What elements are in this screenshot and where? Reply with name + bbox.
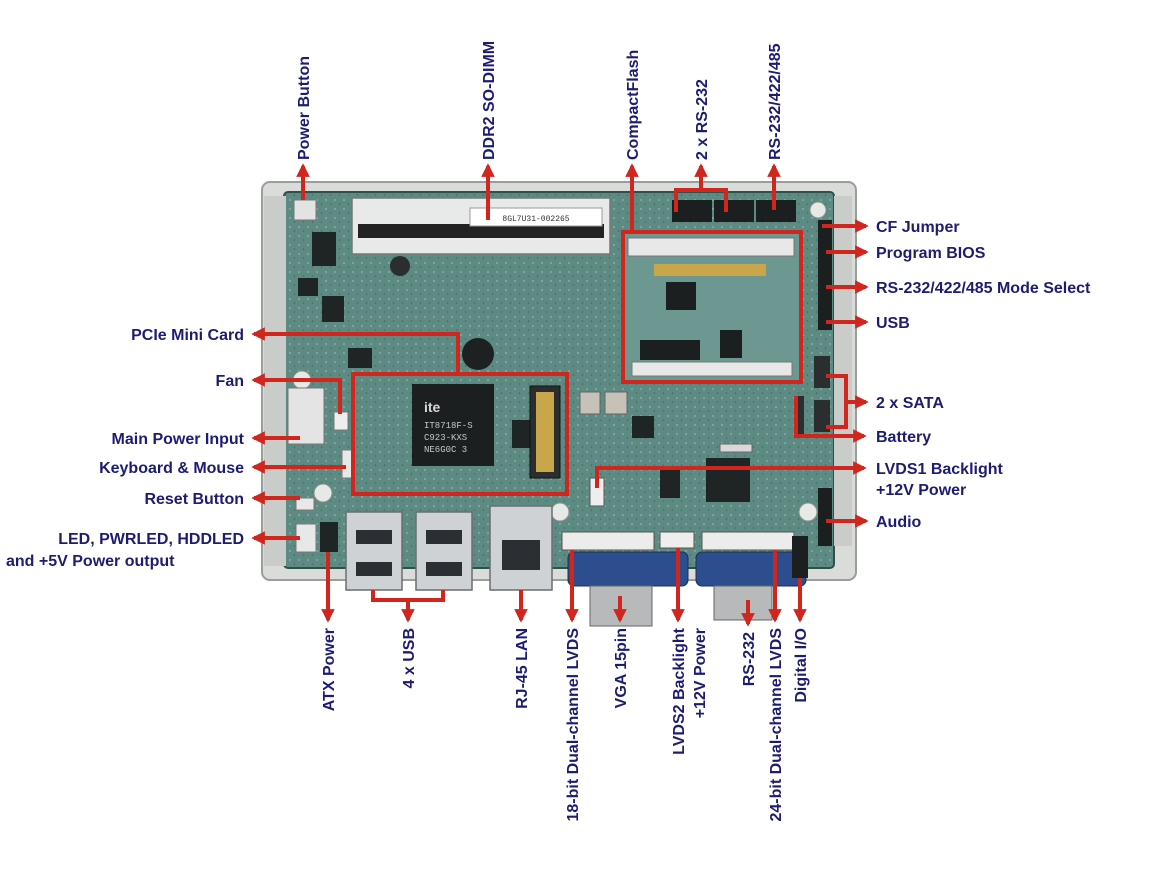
chip xyxy=(312,232,336,266)
label-lvds1-line2: +12V Power xyxy=(876,482,966,499)
lvds2-backlight-header xyxy=(659,531,695,549)
label-usb-right: USB xyxy=(876,315,910,332)
label-2x-rs232: 2 x RS-232 xyxy=(694,79,711,160)
digital-io-header xyxy=(792,536,808,578)
main-power-connector xyxy=(287,387,325,445)
mounting-hole xyxy=(809,201,827,219)
reset-connector xyxy=(295,497,315,511)
label-led-line2: and +5V Power output xyxy=(6,553,175,570)
compactflash-highlight-box xyxy=(621,230,803,384)
serial-connector xyxy=(695,551,807,621)
labels-top: Power Button DDR2 SO-DIMM CompactFlash 2… xyxy=(296,41,784,160)
atx-power-connector xyxy=(320,522,338,552)
chip xyxy=(632,416,654,438)
label-ddr2-sodimm: DDR2 SO-DIMM xyxy=(481,41,498,160)
chip xyxy=(298,278,318,296)
fan-connector xyxy=(333,411,349,431)
power-button-component xyxy=(293,199,317,221)
sata-connector xyxy=(814,356,830,388)
pcie-mini-contacts xyxy=(536,392,554,472)
mounting-hole xyxy=(550,502,570,522)
board: 8GL7U31-002265 ite IT8718F-S C923-KXS NE… xyxy=(261,181,857,627)
dimm-sticker-text: 8GL7U31-002265 xyxy=(502,215,569,224)
label-lvds18: 18-bit Dual-channel LVDS xyxy=(565,628,582,822)
chip xyxy=(322,296,344,322)
sodimm-socket: 8GL7U31-002265 xyxy=(351,197,611,255)
sata-connector xyxy=(814,400,830,432)
label-pcie-mini: PCIe Mini Card xyxy=(131,327,244,344)
battery xyxy=(794,396,804,438)
lvds18-header xyxy=(561,531,655,551)
chip xyxy=(706,458,750,502)
label-cf-jumper: CF Jumper xyxy=(876,219,960,236)
chip xyxy=(348,348,372,368)
label-rs232-bottom: RS-232 xyxy=(741,632,758,686)
label-main-power: Main Power Input xyxy=(112,431,245,448)
label-lvds2-line1: LVDS2 Backlight xyxy=(671,627,688,755)
chip-marking-line3: NE6G0C 3 xyxy=(424,445,467,455)
mounting-hole xyxy=(313,483,333,503)
chip-brand-text: ite xyxy=(424,399,441,415)
label-lvds24: 24-bit Dual-channel LVDS xyxy=(768,628,785,822)
label-lvds2-line2: +12V Power xyxy=(692,628,709,718)
frame-side-bar-right xyxy=(834,196,852,546)
mounting-hole xyxy=(798,502,818,522)
label-rj45: RJ-45 LAN xyxy=(514,628,531,709)
chip-marking-line1: IT8718F-S xyxy=(424,421,473,431)
right-pin-headers xyxy=(818,220,832,330)
connector-4x-usb xyxy=(371,590,445,602)
label-mode-select: RS-232/422/485 Mode Select xyxy=(876,280,1091,297)
compactflash-module xyxy=(622,232,800,382)
callout-lines xyxy=(251,163,869,627)
label-reset-button: Reset Button xyxy=(144,491,244,508)
label-digital-io: Digital I/O xyxy=(793,628,810,703)
usb-stack-left xyxy=(345,511,403,591)
label-2x-sata: 2 x SATA xyxy=(876,395,944,412)
label-battery: Battery xyxy=(876,429,931,446)
arrow-lvds1 xyxy=(595,461,867,488)
label-led-line1: LED, PWRLED, HDDLED xyxy=(58,531,244,548)
label-compactflash: CompactFlash xyxy=(625,50,642,160)
labels-right: CF Jumper Program BIOS RS-232/422/485 Mo… xyxy=(876,219,1091,531)
crystal xyxy=(719,443,753,453)
audio-header xyxy=(818,488,832,546)
label-rs-232-422-485: RS-232/422/485 xyxy=(767,43,784,160)
rs232-headers-top xyxy=(672,200,796,222)
usb-stack-right xyxy=(415,511,473,591)
lvds24-header xyxy=(701,531,795,551)
label-4x-usb: 4 x USB xyxy=(401,628,418,688)
labels-left: PCIe Mini Card Fan Main Power Input Keyb… xyxy=(6,327,245,570)
chip xyxy=(579,391,601,415)
label-vga: VGA 15pin xyxy=(613,628,630,708)
label-lvds1-line1: LVDS1 Backlight xyxy=(876,461,1004,478)
label-keyboard-mouse: Keyboard & Mouse xyxy=(99,460,244,477)
label-atx-power: ATX Power xyxy=(321,628,338,711)
label-fan: Fan xyxy=(216,373,244,390)
label-power-button: Power Button xyxy=(296,56,313,160)
superio-chip: ite IT8718F-S C923-KXS NE6G0C 3 xyxy=(412,384,494,466)
arrow-pcie-mini xyxy=(251,327,460,374)
rj45-jack xyxy=(489,505,553,591)
label-audio: Audio xyxy=(876,514,922,531)
chip-marking-line2: C923-KXS xyxy=(424,433,467,443)
arrow-battery xyxy=(794,396,867,443)
arrow-fan xyxy=(251,373,342,414)
inductor xyxy=(390,256,410,276)
labels-bottom: ATX Power 4 x USB RJ-45 LAN 18-bit Dual-… xyxy=(321,627,810,821)
chip xyxy=(660,470,680,498)
chip xyxy=(604,391,628,415)
buzzer xyxy=(462,338,494,370)
vga-connector xyxy=(567,551,689,627)
label-program-bios: Program BIOS xyxy=(876,245,986,262)
